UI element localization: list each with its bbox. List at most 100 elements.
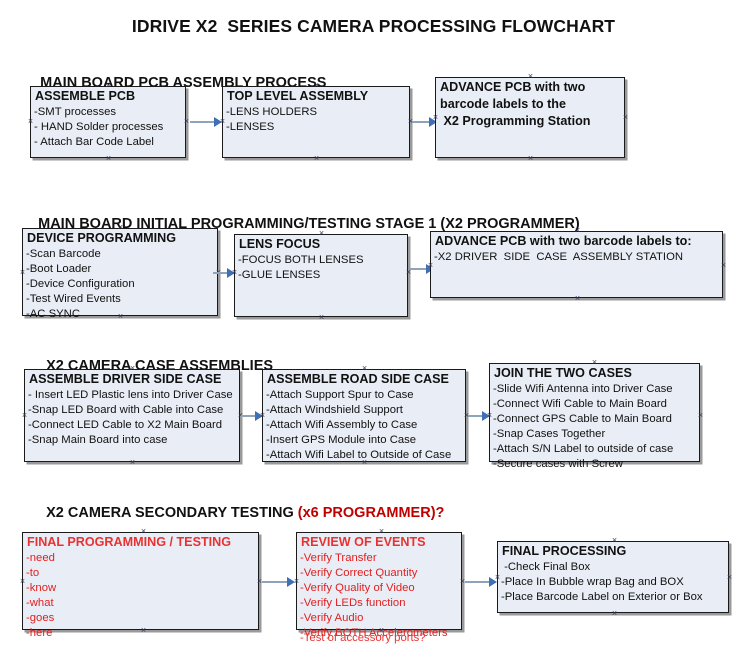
node-line: -Place In Bubble wrap Bag and BOX [501, 575, 684, 588]
connection-handle-top[interactable] [361, 365, 368, 372]
node-line: -Connect Wifi Cable to Main Board [493, 397, 667, 410]
connection-handle-left[interactable] [27, 118, 34, 125]
connection-handle-left[interactable] [427, 262, 434, 269]
connection-handle-bottom[interactable] [140, 627, 147, 634]
connector-review-of-events-to-final-processing [465, 577, 497, 587]
connection-handle-right[interactable] [237, 412, 244, 419]
connection-handle-top[interactable] [129, 365, 136, 372]
connection-handle-right[interactable] [215, 269, 222, 276]
node-lens-focus[interactable]: LENS FOCUS -FOCUS BOTH LENSES -GLUE LENS… [234, 234, 408, 317]
connection-handle-bottom[interactable] [129, 459, 136, 466]
node-line: -Snap Main Board into case [28, 433, 168, 446]
node-title: barcode labels to the [440, 96, 566, 111]
node-overflow-line: -Test of accessory ports? [300, 632, 426, 644]
connection-handle-left[interactable] [293, 578, 300, 585]
node-final-programming-testing[interactable]: FINAL PROGRAMMING / TESTING -need -to -k… [19, 532, 259, 639]
connector-assemble-pcb-to-top-level-assembly [190, 117, 222, 127]
connection-handle-top[interactable] [117, 224, 124, 231]
node-line: -Boot Loader [26, 262, 92, 275]
connection-handle-right[interactable] [463, 412, 470, 419]
connection-handle-right[interactable] [407, 118, 414, 125]
connector-final-programming-to-review-of-events [262, 577, 295, 587]
node-line: - Insert LED Plastic lens into Driver Ca… [28, 388, 233, 401]
node-title: ADVANCE PCB with two barcode labels to: [435, 234, 692, 248]
node-assemble-driver-side-case[interactable]: ASSEMBLE DRIVER SIDE CASE - Insert LED P… [24, 369, 240, 462]
connection-handle-right[interactable] [720, 262, 727, 269]
connection-handle-right[interactable] [405, 269, 412, 276]
connection-handle-bottom[interactable] [574, 295, 581, 302]
node-assemble-road-side-case[interactable]: ASSEMBLE ROAD SIDE CASE -Attach Support … [262, 369, 466, 462]
node-line: -to [26, 566, 40, 579]
connection-handle-top[interactable] [611, 537, 618, 544]
node-line: -Attach Wifi Label to Outside of Case [266, 448, 452, 461]
connection-handle-left[interactable] [432, 114, 439, 121]
node-line: -Verify LEDs function [300, 596, 406, 609]
connection-handle-bottom[interactable] [361, 459, 368, 466]
connection-handle-bottom[interactable] [105, 155, 112, 162]
connection-handle-bottom[interactable] [611, 610, 618, 617]
node-line: -Snap Cases Together [493, 427, 606, 440]
node-line: -X2 DRIVER SIDE CASE ASSEMBLY STATION [434, 250, 684, 263]
connection-handle-left[interactable] [231, 269, 238, 276]
section-heading-accent-text: (x6 PROGRAMMER)? [297, 505, 445, 521]
node-review-of-events[interactable]: REVIEW OF EVENTS -Verify Transfer -Verif… [293, 532, 462, 644]
node-line: -goes [26, 611, 55, 624]
node-line: -need [26, 551, 55, 564]
connection-handle-right[interactable] [256, 578, 263, 585]
node-advance-pcb-to-x2-programming-station[interactable]: ADVANCE PCB with two barcode labels to t… [435, 77, 625, 158]
connection-handle-left[interactable] [259, 412, 266, 419]
node-final-processing[interactable]: FINAL PROCESSING -Check Final Box -Place… [497, 541, 729, 613]
connection-handle-left[interactable] [494, 574, 501, 581]
page-title: IDRIVE X2 SERIES CAMERA PROCESSING FLOWC… [131, 16, 616, 36]
node-title: FINAL PROCESSING [502, 544, 627, 558]
connection-handle-right[interactable] [697, 412, 704, 419]
section-heading-text: X2 CAMERA SECONDARY TESTING [46, 505, 298, 521]
node-line: -Attach Wifi Assembly to Case [266, 418, 418, 431]
node-line: -Connect LED Cable to X2 Main Board [28, 418, 223, 431]
connection-handle-right[interactable] [622, 114, 629, 121]
connection-handle-left[interactable] [486, 412, 493, 419]
node-join-the-two-cases[interactable]: JOIN THE TWO CASES -Slide Wifi Antenna i… [486, 363, 700, 470]
node-line: -SMT processes [34, 105, 117, 118]
connection-handle-bottom[interactable] [313, 155, 320, 162]
connection-handle-left[interactable] [19, 578, 26, 585]
node-line: -FOCUS BOTH LENSES [238, 253, 364, 266]
connection-handle-right[interactable] [183, 118, 190, 125]
connection-handle-bottom[interactable] [378, 627, 385, 634]
node-line: -LENS HOLDERS [226, 105, 318, 118]
connection-handle-top[interactable] [105, 82, 112, 89]
connector-shaft [410, 268, 427, 270]
connection-handle-right[interactable] [459, 578, 466, 585]
connection-handle-top[interactable] [574, 227, 581, 234]
node-line: -Scan Barcode [26, 247, 101, 260]
node-device-programming[interactable]: DEVICE PROGRAMMING -Scan Barcode -Boot L… [19, 228, 218, 320]
connection-handle-top[interactable] [313, 82, 320, 89]
connector-shaft [190, 121, 215, 123]
connection-handle-left[interactable] [19, 269, 26, 276]
node-line: -Secure cases with Screw [493, 457, 623, 470]
connection-handle-right[interactable] [726, 574, 733, 581]
node-line: -Attach Windshield Support [266, 403, 403, 416]
node-title: JOIN THE TWO CASES [494, 366, 632, 380]
connection-handle-bottom[interactable] [318, 314, 325, 321]
connection-handle-top[interactable] [318, 230, 325, 237]
node-line: -Place Barcode Label on Exterior or Box [501, 590, 703, 603]
node-line: - HAND Solder processes [34, 120, 164, 133]
connection-handle-top[interactable] [591, 359, 598, 366]
node-advance-pcb-to-driver-side-case-assembly-station[interactable]: ADVANCE PCB with two barcode labels to: … [430, 231, 723, 298]
connection-handle-bottom[interactable] [117, 313, 124, 320]
connection-handle-top[interactable] [140, 528, 147, 535]
connection-handle-left[interactable] [21, 412, 28, 419]
connection-handle-left[interactable] [219, 118, 226, 125]
connection-handle-bottom[interactable] [591, 459, 598, 466]
node-line: -know [26, 581, 57, 594]
node-title: ASSEMBLE PCB [35, 89, 136, 103]
node-assemble-pcb[interactable]: ASSEMBLE PCB -SMT processes - HAND Solde… [30, 86, 186, 158]
node-title: ADVANCE PCB with two [440, 80, 586, 94]
connection-handle-top[interactable] [378, 528, 385, 535]
node-line: -Connect GPS Cable to Main Board [493, 412, 672, 425]
connection-handle-bottom[interactable] [527, 155, 534, 162]
connection-handle-top[interactable] [527, 73, 534, 80]
node-top-level-assembly[interactable]: TOP LEVEL ASSEMBLY -LENS HOLDERS -LENSES [222, 86, 410, 158]
